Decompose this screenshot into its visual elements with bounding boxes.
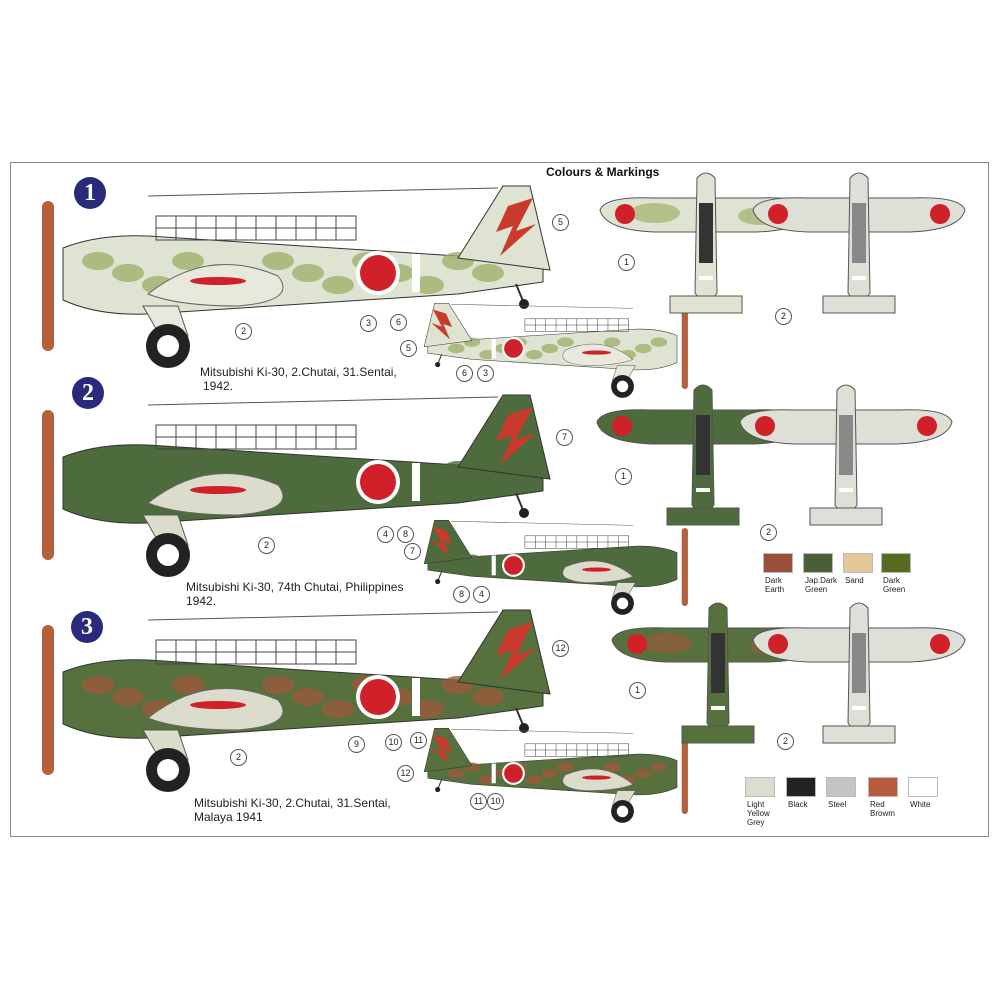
propeller	[681, 311, 688, 389]
profile-3-side-view	[38, 600, 558, 800]
caption-line: 1942.	[186, 594, 217, 608]
profile-2-caption: Mitsubishi Ki-30, 74th Chutai, Philippin…	[186, 580, 403, 608]
swatch-black: Black	[786, 777, 816, 809]
callout: 2	[775, 308, 792, 325]
propeller	[42, 410, 54, 560]
callout: 6	[390, 314, 407, 331]
callout: 1	[618, 254, 635, 271]
profile-3-bottom-view	[748, 598, 970, 750]
callout: 2	[230, 749, 247, 766]
swatch-label: Sand	[845, 576, 864, 585]
callout: 5	[400, 340, 417, 357]
callout: 2	[235, 323, 252, 340]
profile-3-side-view-right	[420, 723, 690, 827]
callout: 11	[470, 793, 487, 810]
swatch-color	[763, 553, 793, 573]
propeller	[42, 201, 54, 351]
propeller	[42, 625, 54, 775]
callout: 4	[377, 526, 394, 543]
callout: 3	[360, 315, 377, 332]
callout: 6	[456, 365, 473, 382]
swatch-steel: Steel	[826, 777, 856, 809]
callout: 7	[556, 429, 573, 446]
callout: 7	[404, 543, 421, 560]
profile-2-side-view-right	[420, 515, 690, 619]
sheet-title: Colours & Markings	[546, 165, 660, 179]
callout: 9	[348, 736, 365, 753]
profile-3-caption: Mitsubishi Ki-30, 2.Chutai, 31.Sentai,Ma…	[194, 796, 391, 824]
swatch-color	[826, 777, 856, 797]
callout: 4	[473, 586, 490, 603]
callout: 10	[385, 734, 402, 751]
callout: 11	[410, 732, 427, 749]
profile-1-side-view	[38, 176, 558, 376]
callout: 12	[552, 640, 569, 657]
callout: 3	[477, 365, 494, 382]
swatch-color	[881, 553, 911, 573]
profile-1-bottom-view	[748, 168, 970, 320]
propeller	[681, 736, 688, 814]
propeller	[681, 528, 688, 606]
callout: 5	[552, 214, 569, 231]
swatch-color	[786, 777, 816, 797]
profile-3-badge: 3	[71, 611, 103, 643]
swatch-sand: Sand	[843, 553, 873, 585]
callout: 2	[777, 733, 794, 750]
callout: 1	[615, 468, 632, 485]
sheet-frame	[10, 162, 989, 837]
swatch-white: White	[908, 777, 938, 809]
callout: 2	[258, 537, 275, 554]
callout: 1	[629, 682, 646, 699]
swatch-color	[803, 553, 833, 573]
swatch-label: Steel	[828, 800, 847, 809]
profile-1-badge: 1	[74, 177, 106, 209]
callout: 10	[487, 793, 504, 810]
profile-2-badge: 2	[72, 377, 104, 409]
profile-1-side-view-right	[420, 298, 690, 402]
caption-line: Mitsubishi Ki-30, 2.Chutai, 31.Sentai,	[194, 796, 391, 810]
callout: 8	[453, 586, 470, 603]
caption-line: Malaya 1941	[194, 810, 263, 824]
swatch-color	[745, 777, 775, 797]
callout: 2	[760, 524, 777, 541]
swatch-color	[908, 777, 938, 797]
profile-2-side-view	[38, 385, 558, 585]
caption-line: Mitsubishi Ki-30, 74th Chutai, Philippin…	[186, 580, 404, 594]
callout: 8	[397, 526, 414, 543]
swatch-color	[868, 777, 898, 797]
caption-line: 1942.	[203, 379, 234, 393]
caption-line: Mitsubishi Ki-30, 2.Chutai, 31.Sentai,	[200, 365, 397, 379]
swatch-label: Black	[788, 800, 808, 809]
callout: 12	[397, 765, 414, 782]
profile-2-bottom-view	[735, 380, 957, 532]
swatch-label: White	[910, 800, 931, 809]
swatch-color	[843, 553, 873, 573]
profile-1-caption: Mitsubishi Ki-30, 2.Chutai, 31.Sentai,19…	[200, 365, 397, 393]
